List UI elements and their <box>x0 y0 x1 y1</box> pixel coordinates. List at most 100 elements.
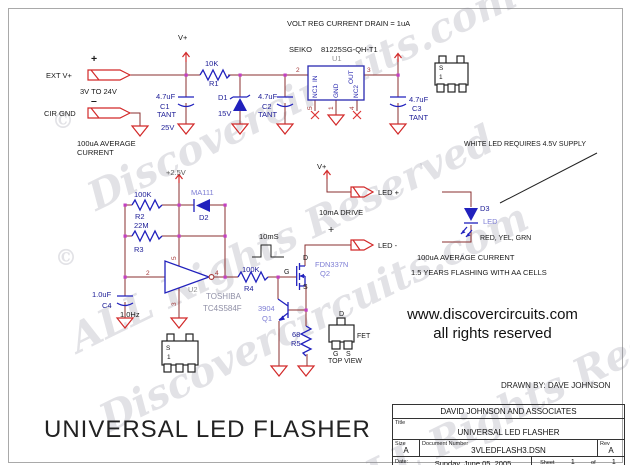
regulator-mfr: SEIKO <box>289 45 312 54</box>
title-block-doc-row: Size A Document Number 3VLEDFLASH3.DSN R… <box>393 440 624 457</box>
u1-pin2-num: 2 <box>296 67 300 74</box>
u2-pin3-num: 3 <box>171 302 178 306</box>
q2-pin-d: D <box>303 255 308 262</box>
drawn-by: DRAWN BY: DAVE JOHNSON <box>501 381 611 390</box>
led-colors-note: RED, YEL, GRN <box>480 235 531 242</box>
d2-part: MA111 <box>191 188 214 197</box>
c3-type: TANT <box>409 113 428 122</box>
r4-value: 100K <box>242 265 260 274</box>
r3-value: 22M <box>134 221 149 230</box>
r1-ref: R1 <box>209 79 219 88</box>
transistor-q1 <box>277 298 289 321</box>
title-block-date-row: Date: Sunday, June 05, 2005 Sheet 1 of 1 <box>393 457 624 465</box>
input-range-label: 3V TO 24V <box>80 87 117 96</box>
minus-mark: – <box>91 95 97 107</box>
rev-label: Rev <box>600 441 610 447</box>
c1-type: TANT <box>157 110 176 119</box>
pointer-line <box>499 152 598 204</box>
size-value: A <box>403 446 409 455</box>
mosfet-q2 <box>296 263 306 290</box>
sot-bot-s: S <box>166 345 171 352</box>
rev-value: A <box>608 446 614 455</box>
avg-current-line2: CURRENT <box>77 148 114 157</box>
c1-voltage: 25V <box>161 123 174 132</box>
r4-ref: R4 <box>244 284 254 293</box>
sot23-package-top <box>434 55 469 93</box>
capacitor-c1 <box>177 96 195 108</box>
ground-symbols <box>115 114 408 377</box>
avg-current-line1: 100uA AVERAGE <box>77 139 136 148</box>
c3-value: 4.7uF <box>409 95 429 104</box>
led-d3 <box>464 208 478 221</box>
sheet-label: Sheet <box>540 460 555 465</box>
sheet-value: 1 <box>570 459 575 465</box>
c4-value: 1.0uF <box>92 290 112 299</box>
package-drawings <box>161 55 598 373</box>
q1-ref: Q1 <box>262 314 272 323</box>
fet-pkg-g: G <box>333 351 338 358</box>
note-volt-reg: VOLT REG CURRENT DRAIN = 1uA <box>287 19 410 28</box>
d3-ref: D3 <box>480 204 490 213</box>
q2-part: FDN337N <box>315 260 348 269</box>
fet-package <box>328 317 355 350</box>
title-label: Title <box>395 420 406 426</box>
title-block: DAVID JOHNSON AND ASSOCIATES Title UNIVE… <box>392 404 625 465</box>
fet-pkg-d: D <box>339 311 344 318</box>
u1-pin-nc1: NC1 <box>312 85 319 98</box>
resistor-r3 <box>131 229 163 243</box>
vplus-label-right: V+ <box>317 162 327 171</box>
sot-bot-1: 1 <box>167 354 171 361</box>
d2-ref: D2 <box>199 213 209 222</box>
ext-v-label: EXT V+ <box>46 71 73 80</box>
led-plus-connector <box>350 186 375 198</box>
doc-number-label: Document Number <box>422 441 469 447</box>
r5-ref: R5 <box>291 339 301 348</box>
company-name: DAVID JOHNSON AND ASSOCIATES <box>440 407 577 416</box>
u2-pin4-num: 4 <box>215 270 219 277</box>
led-minus-label: LED - <box>378 241 398 250</box>
white-led-note: WHITE LED REQUIRES 4.5V SUPPLY <box>464 141 586 148</box>
drive-note: 10mA DRIVE <box>319 208 363 217</box>
sot-top-s: S <box>439 65 444 72</box>
c4-ref: C4 <box>102 301 112 310</box>
u2-ref: U2 <box>188 285 198 294</box>
c2-type: TANT <box>258 110 277 119</box>
u1-pin-nc2: NC2 <box>353 85 360 98</box>
fet-pkg-s: S <box>346 351 351 358</box>
cir-gnd-connector <box>87 107 132 119</box>
u1-pin1-num: 1 <box>328 106 335 110</box>
resistor-r1 <box>199 68 231 82</box>
fet-pkg-label: FET <box>357 333 371 340</box>
top-view-label: TOP VIEW <box>328 358 362 365</box>
regulator-part: 81225SG-QH-T1 <box>321 45 378 54</box>
site-url: www.discovercircuits.com <box>407 306 578 323</box>
c2-value: 4.7uF <box>258 92 278 101</box>
led-minus-connector <box>350 239 375 251</box>
no-connect-marks <box>310 110 362 120</box>
drawing-title: UNIVERSAL LED FLASHER <box>457 428 560 437</box>
sot23-package-bottom <box>161 333 199 373</box>
sot-top-1: 1 <box>439 74 443 81</box>
size-label: Size <box>395 441 406 447</box>
date-value: Sunday, June 05, 2005 <box>415 457 532 465</box>
d3-type: LED <box>483 217 498 226</box>
u2-pin2-num: 2 <box>146 270 150 277</box>
capacitor-c4 <box>116 295 134 307</box>
page-title: UNIVERSAL LED FLASHER <box>44 416 371 443</box>
plus-mark: + <box>91 53 97 65</box>
resistor-r4 <box>237 270 269 284</box>
rights-text: all rights reserved <box>433 325 552 342</box>
u1-pin-out: OUT <box>348 70 355 84</box>
u1-pin3-num: 3 <box>367 67 371 74</box>
battery-life-note: 1.5 YEARS FLASHING WITH AA CELLS <box>411 268 547 277</box>
c1-value: 4.7uF <box>156 92 176 101</box>
u1-pin5-num: 5 <box>307 106 314 110</box>
d1-ref: D1 <box>218 93 228 102</box>
u2-mfr: TOSHIBA <box>206 292 242 301</box>
resistor-r5 <box>299 325 313 357</box>
title-block-title-row: Title UNIVERSAL LED FLASHER <box>393 419 624 440</box>
title-block-company-row: DAVID JOHNSON AND ASSOCIATES <box>393 405 624 419</box>
freq-note: 1.0Hz <box>120 310 140 319</box>
